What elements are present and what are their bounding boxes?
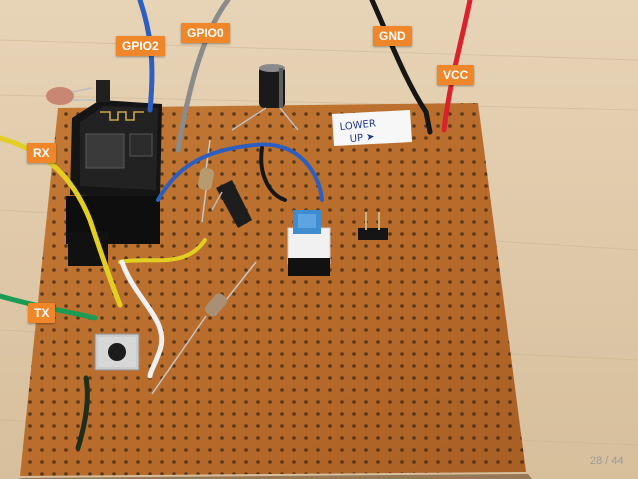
wire-gpio0 xyxy=(175,0,231,153)
pcb-shadow xyxy=(18,474,532,479)
resistor-bottom xyxy=(151,261,257,395)
wire-yellow-jumper xyxy=(118,238,207,264)
led xyxy=(46,80,110,105)
label-tx: TX xyxy=(28,303,56,323)
tactile-button xyxy=(94,333,140,371)
label-rx: RX xyxy=(27,143,56,163)
wire-gnd xyxy=(369,0,433,135)
electrolytic-capacitor xyxy=(231,64,299,131)
page-counter: 28 / 44 xyxy=(590,455,624,467)
wire-vcc xyxy=(441,0,473,133)
svg-text:LOWER: LOWER xyxy=(339,118,376,133)
esp01-module xyxy=(66,100,162,266)
wire-black-jumper xyxy=(259,146,287,202)
wire-white xyxy=(119,259,165,379)
pin-header xyxy=(358,212,388,240)
wire-bottom-left xyxy=(75,375,90,451)
push-switch xyxy=(287,210,331,276)
label-gpio0: GPIO0 xyxy=(181,23,230,43)
label-gpio2: GPIO2 xyxy=(116,36,165,56)
label-gnd: GND xyxy=(373,26,412,46)
label-vcc: VCC xyxy=(437,65,475,85)
wire-blue-jumper xyxy=(156,142,324,202)
voltage-regulator xyxy=(211,180,252,228)
svg-text:UP ➤: UP ➤ xyxy=(349,132,375,146)
lower-up-sticker: LOWER UP ➤ xyxy=(332,110,412,146)
